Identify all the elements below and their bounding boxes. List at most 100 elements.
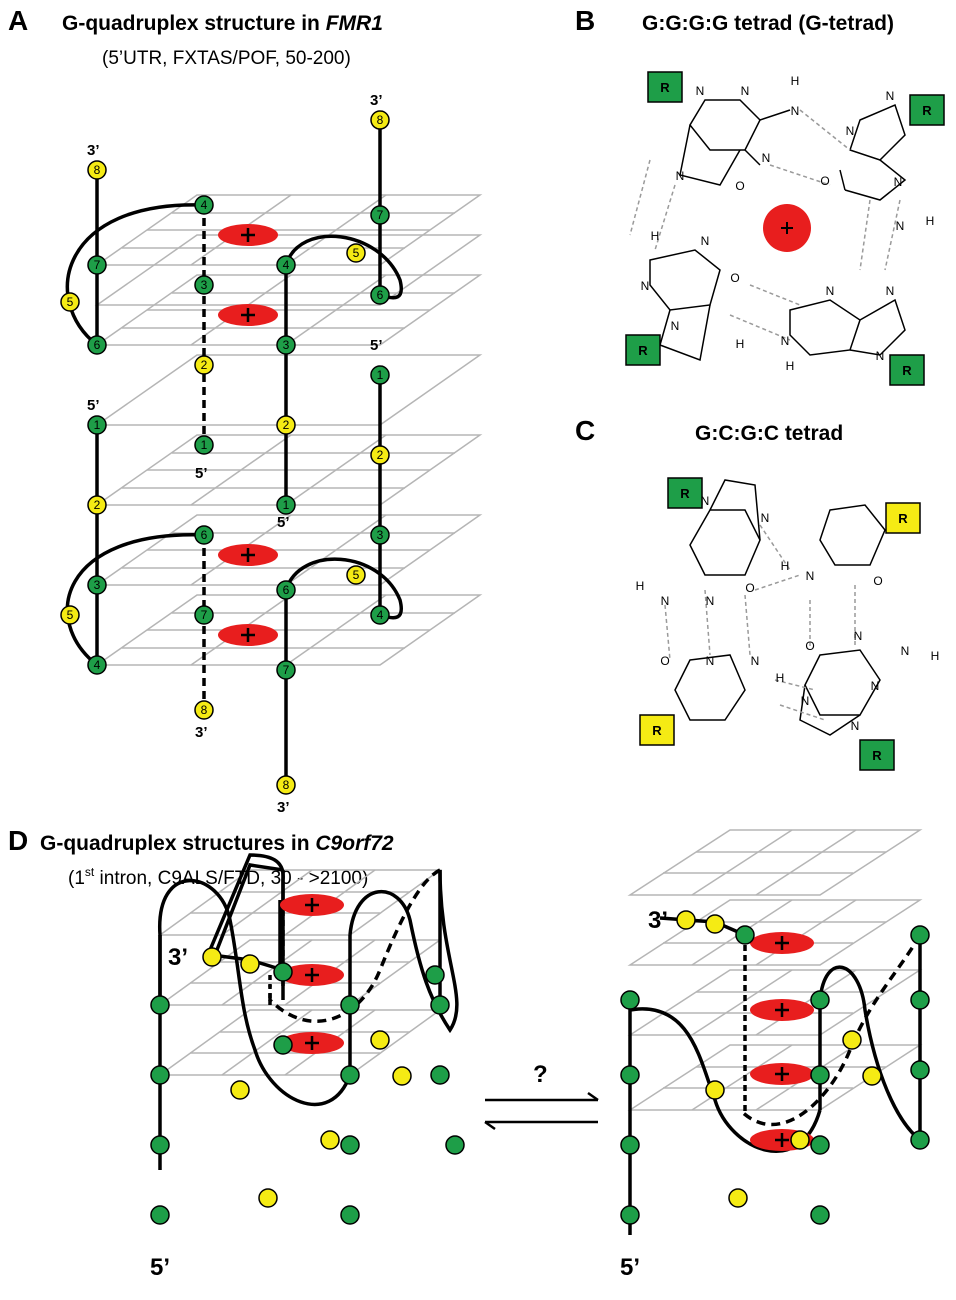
svg-text:O: O: [735, 179, 744, 193]
svg-text:5’: 5’: [195, 465, 208, 482]
panel-a-nodes: [60, 110, 390, 795]
svg-text:5: 5: [353, 568, 360, 582]
panel-b-title: G:G:G:G tetrad (G-tetrad): [642, 12, 894, 35]
panel-a-cation-plus: [241, 228, 255, 642]
svg-text:5’: 5’: [87, 397, 100, 414]
svg-text:3: 3: [94, 578, 101, 592]
svg-text:R: R: [898, 511, 908, 526]
panel-a-end-labels: 3’ 3’ 5’ 5’ 5’ 5’ 3’ 3’: [87, 92, 383, 816]
panel-a-lower-grid: [94, 354, 483, 666]
svg-text:N: N: [826, 284, 835, 298]
svg-text:H: H: [736, 337, 745, 351]
svg-text:N: N: [706, 654, 715, 668]
svg-text:N: N: [886, 284, 895, 298]
svg-text:3’: 3’: [195, 724, 208, 741]
panel-b-cation-plus: [781, 222, 793, 234]
svg-text:N: N: [751, 654, 760, 668]
svg-text:8: 8: [283, 778, 290, 792]
svg-text:H: H: [931, 649, 940, 663]
svg-text:8: 8: [377, 113, 384, 127]
svg-text:4: 4: [94, 658, 101, 672]
panel-c-atoms: N N H N O O N N H O N N H O N N H N N N: [636, 494, 940, 733]
svg-text:6: 6: [201, 528, 208, 542]
svg-text:N: N: [706, 594, 715, 608]
panel-c-title: G:C:G:C tetrad: [695, 422, 843, 445]
svg-text:7: 7: [94, 258, 101, 272]
svg-text:N: N: [661, 594, 670, 608]
svg-text:N: N: [701, 234, 710, 248]
svg-text:1: 1: [377, 368, 384, 382]
panel-c-bonds: [674, 479, 886, 736]
svg-text:N: N: [781, 334, 790, 348]
svg-text:3’: 3’: [648, 907, 668, 934]
svg-text:5: 5: [353, 246, 360, 260]
panel-d-letter: D: [8, 825, 28, 856]
panel-d-right-end-labels: 3’ 5’: [620, 907, 668, 1281]
svg-text:H: H: [791, 74, 800, 88]
panel-d-left-tail: [211, 953, 285, 1000]
svg-text:4: 4: [377, 608, 384, 622]
svg-text:N: N: [641, 279, 650, 293]
svg-text:N: N: [854, 629, 863, 643]
svg-text:N: N: [696, 84, 705, 98]
panel-b-bonds: [649, 99, 907, 362]
svg-text:N: N: [701, 494, 710, 508]
svg-text:R: R: [652, 723, 662, 738]
svg-text:O: O: [805, 639, 814, 653]
panel-b-hbonds: [629, 109, 901, 341]
svg-text:3’: 3’: [87, 142, 100, 159]
svg-text:N: N: [741, 84, 750, 98]
svg-text:4: 4: [283, 258, 290, 272]
svg-text:R: R: [660, 80, 670, 95]
panel-d-right-nodes: [620, 910, 930, 1225]
svg-text:2: 2: [377, 448, 384, 462]
svg-text:N: N: [671, 319, 680, 333]
svg-text:N: N: [801, 694, 810, 708]
svg-text:N: N: [876, 349, 885, 363]
svg-text:1: 1: [283, 498, 290, 512]
svg-text:5: 5: [67, 608, 74, 622]
svg-text:N: N: [846, 124, 855, 138]
svg-text:R: R: [638, 343, 648, 358]
panel-a-letter: A: [8, 5, 28, 36]
svg-text:7: 7: [283, 663, 290, 677]
panel-c: C G:C:G:C tetrad R: [575, 415, 940, 771]
panel-b-atoms: N N H N N O N N N O N N H H N N O N N N …: [641, 74, 935, 373]
svg-text:8: 8: [201, 703, 208, 717]
svg-text:5: 5: [67, 295, 74, 309]
panel-a-node-numbers: 8 7 5 6 4 3 2 1 4 3 2 1 5 8 7 6 1 2 3 5 …: [67, 113, 384, 792]
svg-text:3: 3: [201, 278, 208, 292]
svg-text:O: O: [660, 654, 669, 668]
svg-text:5’: 5’: [370, 337, 383, 354]
svg-text:3’: 3’: [277, 799, 290, 816]
panel-c-letter: C: [575, 415, 595, 446]
svg-text:R: R: [902, 363, 912, 378]
svg-text:N: N: [851, 719, 860, 733]
svg-text:N: N: [676, 169, 685, 183]
panel-b-letter: B: [575, 5, 595, 36]
panel-d-left-nodes: [150, 947, 465, 1225]
svg-text:7: 7: [377, 208, 384, 222]
svg-text:1: 1: [94, 418, 101, 432]
panel-a-strands: [65, 125, 403, 785]
svg-text:N: N: [806, 569, 815, 583]
svg-text:H: H: [776, 671, 785, 685]
panel-c-r-groups: [639, 477, 921, 771]
svg-text:6: 6: [377, 288, 384, 302]
svg-text:4: 4: [201, 198, 208, 212]
svg-text:2: 2: [94, 498, 101, 512]
svg-text:R: R: [680, 486, 690, 501]
svg-text:H: H: [651, 229, 660, 243]
panel-d-title: G-quadruplex structures in C9orf72: [40, 832, 394, 855]
panel-a: A G-quadruplex structure in FMR1 (5’UTR,…: [8, 5, 483, 816]
svg-text:O: O: [745, 581, 754, 595]
panel-d: D G-quadruplex structures in C9orf72 (1s…: [8, 825, 930, 1281]
svg-text:5’: 5’: [150, 1254, 170, 1281]
svg-text:N: N: [886, 89, 895, 103]
svg-text:1: 1: [201, 438, 208, 452]
panel-c-hbonds: [664, 524, 856, 721]
panel-d-left-cation-plus: [305, 898, 319, 1050]
svg-text:H: H: [781, 559, 790, 573]
panel-d-subtitle: (1st intron, C9ALS/FTD, 30 - >2100): [68, 865, 368, 889]
